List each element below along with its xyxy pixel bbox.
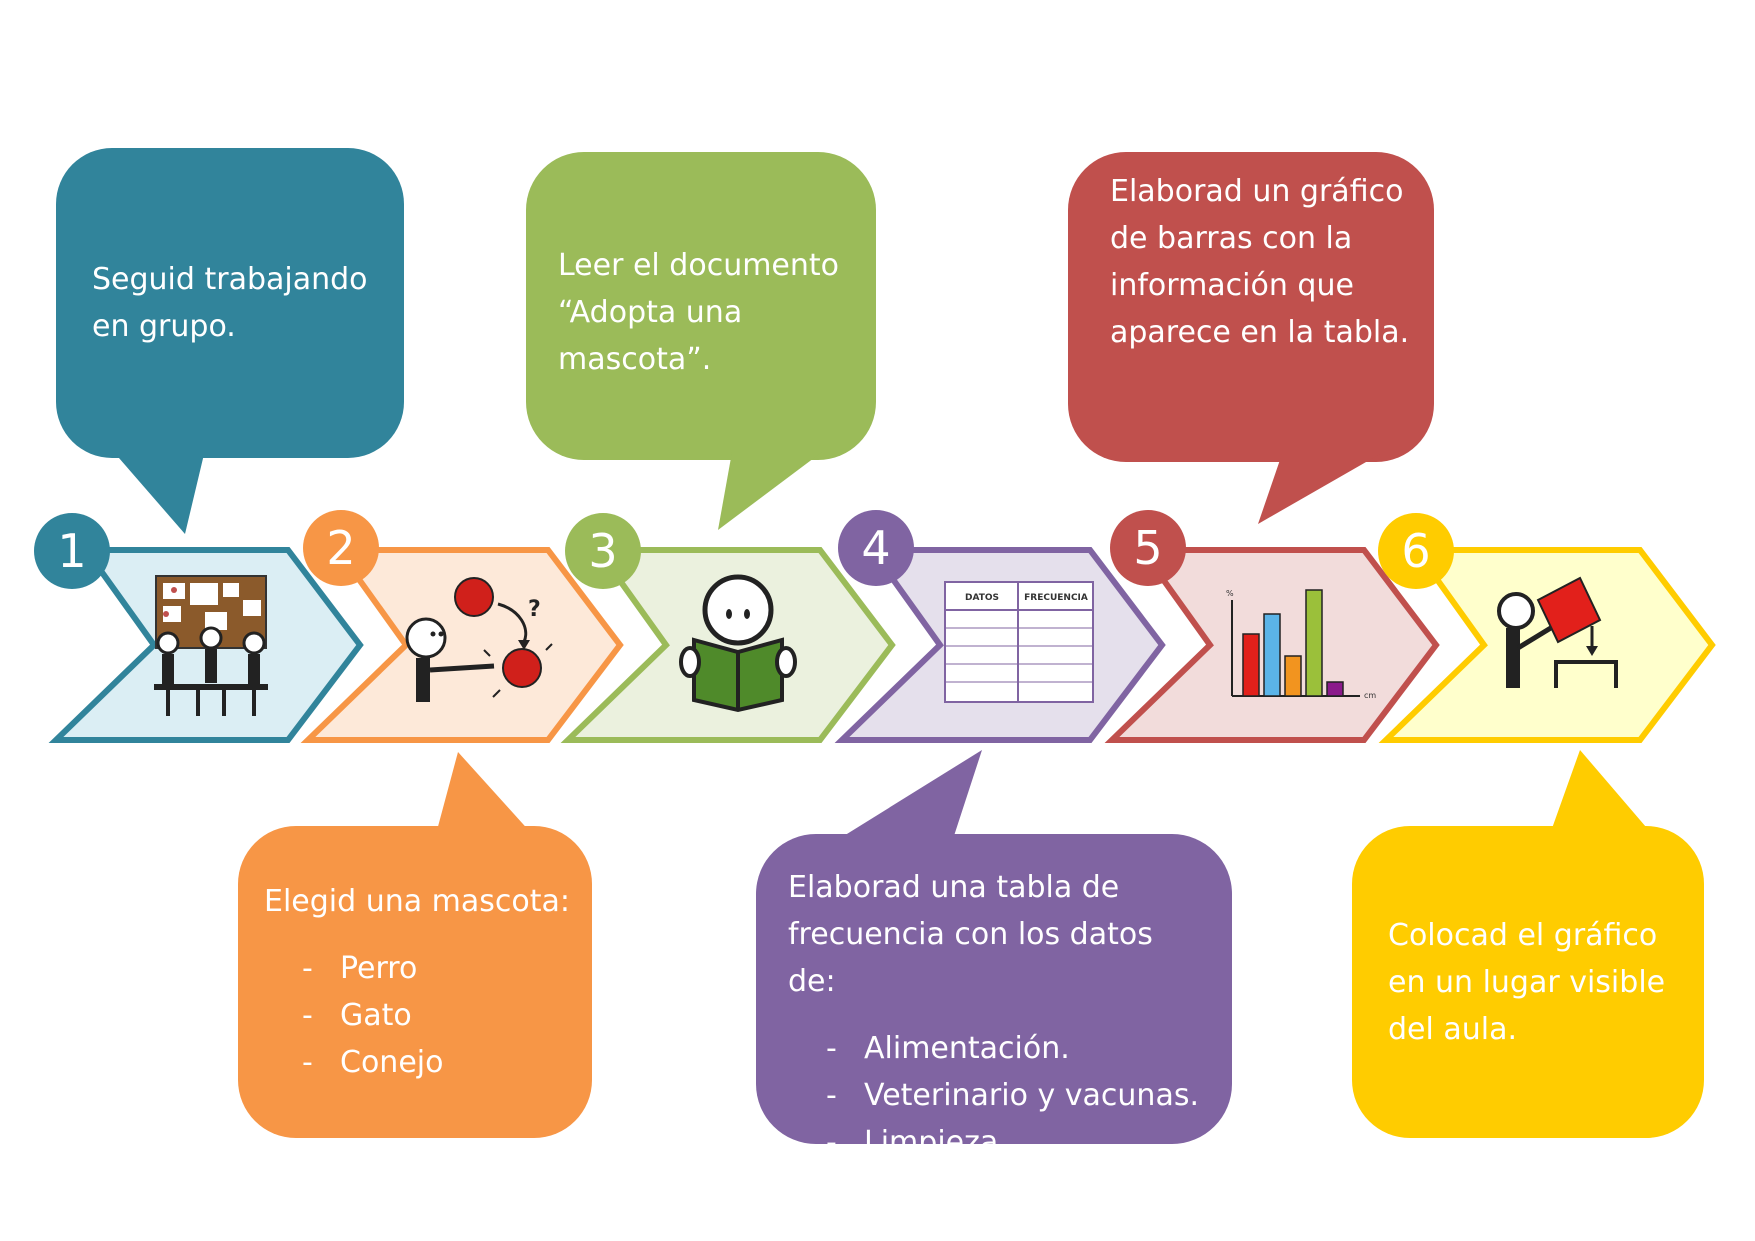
place-board-icon xyxy=(1497,576,1618,688)
step-6-text: Colocad el gráfico en un lugar visible d… xyxy=(1388,912,1688,1053)
step-number-6: 6 xyxy=(1378,513,1454,589)
data-categories-list: -Alimentación. -Veterinario y vacunas. -… xyxy=(788,1025,1208,1166)
chevron-step-6 xyxy=(1378,547,1716,743)
step-2-text: Elegid una mascota: -Perro -Gato -Conejo xyxy=(264,878,582,1086)
step-number-4: 4 xyxy=(838,510,914,586)
bubble-step-1 xyxy=(56,148,404,534)
step-number-1: 1 xyxy=(34,513,110,589)
step-4-text: Elaborad una tabla de frecuencia con los… xyxy=(788,864,1208,1166)
choose-pet-icon: ? xyxy=(405,577,553,702)
step-2-instruction: Elegid una mascota: xyxy=(264,884,570,919)
bubble-step-5 xyxy=(1068,152,1434,524)
step-3-instruction: Leer el documento “Adopta una mascota”. xyxy=(558,248,840,377)
bubble-step-3 xyxy=(526,152,876,530)
group-meeting-icon xyxy=(154,575,268,716)
table-icon-header-datos: DATOS xyxy=(965,593,999,603)
svg-text:1: 1 xyxy=(57,524,86,578)
step-5-instruction: Elaborad un gráfico de barras con la inf… xyxy=(1110,174,1410,350)
list-item: -Perro xyxy=(302,951,418,986)
svg-text:3: 3 xyxy=(588,524,617,578)
step-6-instruction: Colocad el gráfico en un lugar visible d… xyxy=(1388,918,1666,1047)
bubble-step-6 xyxy=(1352,750,1704,1138)
svg-text:?: ? xyxy=(528,597,541,622)
chart-icon-y-unit: % xyxy=(1226,589,1234,598)
svg-text:6: 6 xyxy=(1401,524,1430,578)
list-item: -Conejo xyxy=(302,1045,444,1080)
bubble-step-4 xyxy=(756,750,1232,1144)
list-item: -Veterinario y vacunas. xyxy=(826,1078,1199,1113)
step-number-3: 3 xyxy=(565,513,641,589)
step-3-text: Leer el documento “Adopta una mascota”. xyxy=(558,242,858,383)
chevron-step-3 xyxy=(560,547,896,743)
chart-icon-x-unit: cm xyxy=(1364,691,1376,700)
table-icon-header-frecuencia: FRECUENCIA xyxy=(1024,593,1088,603)
step-number-2: 2 xyxy=(303,510,379,586)
svg-text:4: 4 xyxy=(861,521,890,575)
list-item: -Gato xyxy=(302,998,412,1033)
list-item: -Limpieza. xyxy=(826,1125,1008,1160)
svg-text:2: 2 xyxy=(326,521,355,575)
pet-options-list: -Perro -Gato -Conejo xyxy=(264,945,582,1086)
bar-chart-icon: % cm xyxy=(1226,589,1376,700)
svg-text:5: 5 xyxy=(1133,521,1162,575)
step-number-5: 5 xyxy=(1110,510,1186,586)
bubble-step-2 xyxy=(238,752,592,1138)
chevron-step-2 xyxy=(300,547,624,743)
list-item: -Alimentación. xyxy=(826,1031,1070,1066)
step-1-text: Seguid trabajando en grupo. xyxy=(92,256,382,350)
step-5-text: Elaborad un gráfico de barras con la inf… xyxy=(1110,168,1416,356)
step-4-instruction: Elaborad una tabla de frecuencia con los… xyxy=(788,870,1153,999)
frequency-table-icon: DATOS FRECUENCIA xyxy=(944,581,1094,703)
reading-person-icon xyxy=(679,574,797,713)
step-1-instruction: Seguid trabajando en grupo. xyxy=(92,262,368,344)
